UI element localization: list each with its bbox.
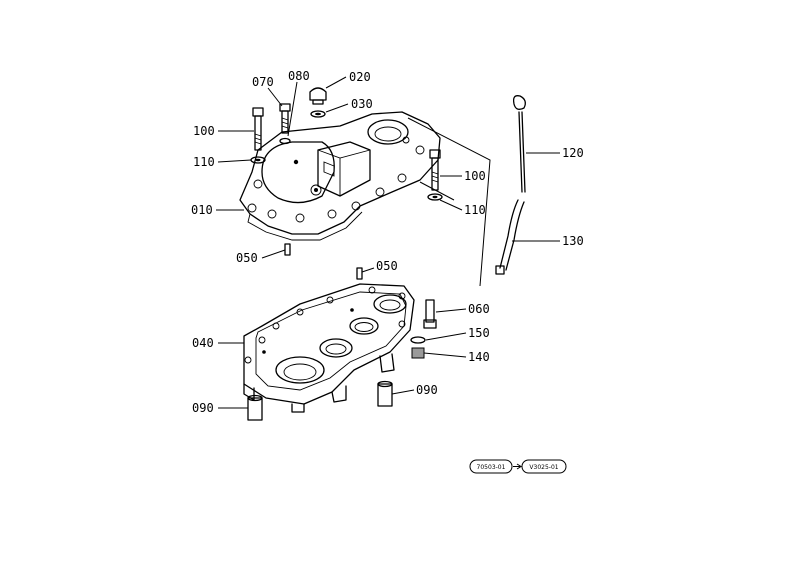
bolt-070[interactable] bbox=[279, 103, 291, 134]
callout-080: 080 bbox=[288, 69, 310, 83]
alignment-line-side bbox=[419, 181, 455, 201]
callout-090-left: 090 bbox=[192, 401, 214, 415]
callout-110-right: 110 bbox=[464, 203, 486, 217]
callout-090-right: 090 bbox=[416, 383, 438, 397]
lower-case-part-040[interactable] bbox=[243, 283, 415, 413]
washer-030[interactable] bbox=[310, 110, 326, 118]
pin-050-lower[interactable] bbox=[356, 267, 363, 280]
callout-110-left: 110 bbox=[193, 155, 215, 169]
bolt-100-left[interactable] bbox=[252, 107, 264, 151]
callout-070: 070 bbox=[252, 75, 274, 89]
callout-100-left: 100 bbox=[193, 124, 215, 138]
serial-to: V3025-01 bbox=[529, 464, 558, 471]
leader-lines bbox=[216, 76, 560, 409]
plug-020[interactable] bbox=[309, 87, 327, 105]
range-arrow-icon bbox=[513, 463, 522, 470]
dipstick-120[interactable] bbox=[512, 95, 526, 193]
alignment-line-upper bbox=[407, 117, 491, 287]
callout-150: 150 bbox=[468, 326, 490, 340]
washer-150[interactable] bbox=[410, 336, 426, 344]
serial-range-badge: 70503-01 V3025-01 bbox=[469, 459, 567, 474]
serial-from: 70503-01 bbox=[477, 464, 506, 471]
bolt-060[interactable] bbox=[423, 299, 437, 329]
callout-020: 020 bbox=[349, 70, 371, 84]
callout-120: 120 bbox=[562, 146, 584, 160]
callout-130: 130 bbox=[562, 234, 584, 248]
callout-040: 040 bbox=[192, 336, 214, 350]
washer-080[interactable] bbox=[279, 137, 291, 145]
callout-140: 140 bbox=[468, 350, 490, 364]
bush-090-left[interactable] bbox=[247, 394, 263, 421]
plug-140[interactable] bbox=[411, 347, 425, 359]
washer-110-left[interactable] bbox=[250, 156, 266, 164]
callout-030: 030 bbox=[351, 97, 373, 111]
callout-050-upper: 050 bbox=[236, 251, 258, 265]
bush-090-right[interactable] bbox=[377, 380, 393, 407]
guide-tube-130[interactable] bbox=[495, 199, 525, 275]
callout-010: 010 bbox=[191, 203, 213, 217]
callout-060: 060 bbox=[468, 302, 490, 316]
callout-100-right: 100 bbox=[464, 169, 486, 183]
upper-cover-part-010[interactable] bbox=[239, 111, 441, 241]
washer-110-right[interactable] bbox=[427, 193, 443, 201]
pin-050-upper[interactable] bbox=[284, 243, 291, 256]
callout-050-lower: 050 bbox=[376, 259, 398, 273]
